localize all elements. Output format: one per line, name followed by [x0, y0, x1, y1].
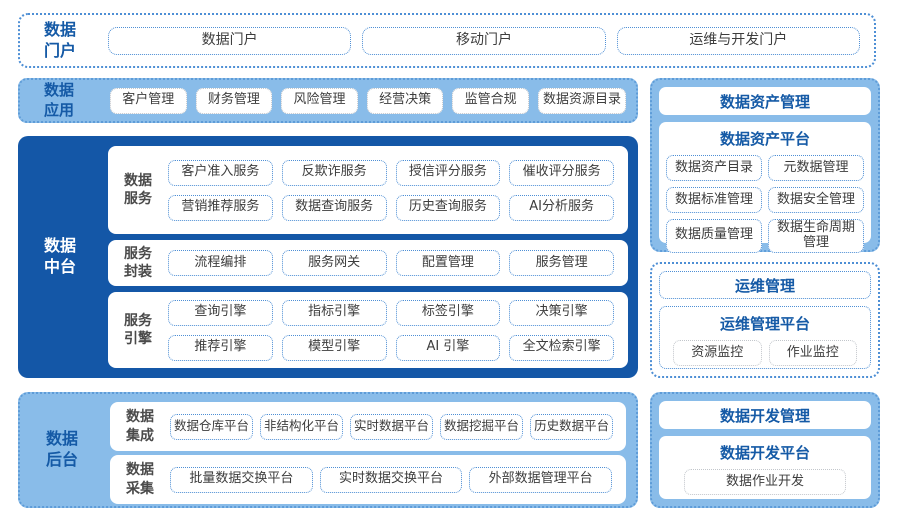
asset-platform-panel: 数据资产平台 数据资产目录元数据管理数据标准管理数据安全管理数据质量管理数据生命… — [659, 122, 871, 253]
engine-box: 决策引擎 — [509, 299, 614, 326]
engine-box: 模型引擎 — [281, 334, 387, 361]
section-label: 服务引擎 — [124, 312, 152, 347]
asset-platform-title: 数据资产平台 — [719, 130, 810, 148]
section-label: 数据采集 — [126, 462, 154, 497]
ops-management-panel: 运维管理 运维管理平台 资源监控作业监控 — [650, 262, 880, 378]
backend-panel: 数据后台 数据集成 数据仓库平台非结构化平台实时数据平台数据挖掘平台历史数据平台… — [18, 392, 638, 508]
section-data-services: 数据服务 客户准入服务反欺诈服务授信评分服务催收评分服务营销推荐服务数据查询服务… — [108, 146, 628, 234]
backend-label: 数据后台 — [46, 429, 79, 469]
dev-management-panel: 数据开发管理 数据开发平台 数据作业开发 — [650, 392, 880, 508]
asset-box: 数据安全管理 — [768, 187, 864, 213]
dev-platform-title: 数据开发平台 — [719, 444, 810, 462]
asset-management-panel: 数据资产管理 数据资产平台 数据资产目录元数据管理数据标准管理数据安全管理数据质… — [650, 78, 880, 253]
app-box: 客户管理 — [110, 87, 187, 114]
dev-list: 数据作业开发 — [666, 469, 864, 495]
service-box: 服务管理 — [509, 250, 614, 276]
portal-box: 数据门户 — [108, 26, 352, 55]
service-box: 历史查询服务 — [395, 194, 501, 221]
asset-box: 数据生命周期管理 — [768, 219, 864, 253]
asset-box: 元数据管理 — [768, 155, 864, 181]
platform-box: 实时数据交换平台 — [319, 466, 463, 493]
dev-management-header: 数据开发管理 — [659, 401, 871, 429]
section-label: 服务封装 — [124, 245, 152, 280]
engine-box: 标签引擎 — [395, 299, 501, 326]
app-box: 风险管理 — [281, 87, 358, 114]
collection-list: 批量数据交换平台实时数据交换平台外部数据管理平台 — [170, 466, 613, 493]
portal-row: 数据门户 数据门户移动门户运维与开发门户 — [18, 13, 876, 68]
service-box: 服务网关 — [281, 250, 387, 276]
portal-box: 移动门户 — [362, 26, 606, 55]
service-box: 催收评分服务 — [509, 159, 614, 186]
asset-box: 数据质量管理 — [666, 219, 762, 253]
asset-management-header: 数据资产管理 — [659, 87, 871, 115]
platform-box: 数据仓库平台 — [170, 413, 254, 440]
middle-platform-panel: 数据中台 数据服务 客户准入服务反欺诈服务授信评分服务催收评分服务营销推荐服务数… — [18, 136, 638, 378]
section-label: 数据服务 — [124, 172, 152, 207]
app-row-label: 数据应用 — [44, 81, 75, 119]
ops-platform-title: 运维管理平台 — [719, 315, 810, 333]
asset-box: 数据标准管理 — [666, 187, 762, 213]
app-list: 客户管理财务管理风险管理经营决策监管合规数据资源目录 — [110, 87, 626, 114]
app-box: 经营决策 — [366, 87, 444, 114]
engine-box: 推荐引擎 — [168, 334, 273, 361]
platform-box: 实时数据平台 — [350, 413, 434, 440]
portal-box: 运维与开发门户 — [616, 26, 860, 55]
platform-box: 历史数据平台 — [530, 413, 614, 440]
service-box: 数据查询服务 — [281, 194, 387, 221]
engine-list: 查询引擎指标引擎标签引擎决策引擎推荐引擎模型引擎 AI 引擎全文检索引擎 — [168, 299, 614, 361]
engine-box: 全文检索引擎 — [509, 334, 614, 361]
service-box: 营销推荐服务 — [168, 194, 273, 221]
portal-list: 数据门户移动门户运维与开发门户 — [108, 26, 860, 55]
wrapping-list: 流程编排服务网关配置管理服务管理 — [168, 250, 614, 276]
platform-box: 非结构化平台 — [260, 413, 344, 440]
app-box: 财务管理 — [195, 87, 273, 114]
service-box: 授信评分服务 — [395, 159, 501, 186]
platform-box: 批量数据交换平台 — [170, 466, 313, 493]
section-label: 数据集成 — [126, 409, 154, 444]
dev-platform-panel: 数据开发平台 数据作业开发 — [659, 436, 871, 499]
app-row: 数据应用 客户管理财务管理风险管理经营决策监管合规数据资源目录 — [18, 78, 638, 123]
platform-box: 外部数据管理平台 — [469, 466, 613, 493]
service-box: 配置管理 — [395, 250, 501, 276]
monitor-box: 资源监控 — [673, 340, 762, 366]
section-service-engines: 服务引擎 查询引擎指标引擎标签引擎决策引擎推荐引擎模型引擎 AI 引擎全文检索引擎 — [108, 292, 628, 368]
section-data-collection: 数据采集 批量数据交换平台实时数据交换平台外部数据管理平台 — [110, 455, 626, 504]
asset-box: 数据资产目录 — [666, 155, 762, 181]
app-box: 数据资源目录 — [537, 87, 626, 114]
portal-row-label: 数据门户 — [44, 19, 77, 60]
section-service-wrapping: 服务封装 流程编排服务网关配置管理服务管理 — [108, 240, 628, 286]
engine-box: 查询引擎 — [168, 299, 273, 326]
dev-box: 数据作业开发 — [683, 469, 847, 495]
monitor-box: 作业监控 — [768, 340, 857, 366]
ops-list: 资源监控作业监控 — [667, 340, 863, 366]
service-box: 客户准入服务 — [168, 159, 273, 186]
middle-platform-label: 数据中台 — [44, 236, 77, 276]
engine-box: AI 引擎 — [395, 334, 501, 361]
section-data-integration: 数据集成 数据仓库平台非结构化平台实时数据平台数据挖掘平台历史数据平台 — [110, 402, 626, 451]
service-box: 反欺诈服务 — [281, 159, 387, 186]
asset-list: 数据资产目录元数据管理数据标准管理数据安全管理数据质量管理数据生命周期管理 — [666, 155, 864, 253]
service-list: 客户准入服务反欺诈服务授信评分服务催收评分服务营销推荐服务数据查询服务历史查询服… — [168, 159, 614, 221]
platform-box: 数据挖掘平台 — [440, 413, 524, 440]
ops-management-header: 运维管理 — [659, 271, 871, 299]
integration-list: 数据仓库平台非结构化平台实时数据平台数据挖掘平台历史数据平台 — [170, 413, 614, 440]
service-box: AI分析服务 — [509, 194, 614, 221]
service-box: 流程编排 — [168, 250, 273, 276]
ops-platform-panel: 运维管理平台 资源监控作业监控 — [659, 306, 871, 369]
engine-box: 指标引擎 — [281, 299, 387, 326]
app-box: 监管合规 — [452, 87, 529, 114]
